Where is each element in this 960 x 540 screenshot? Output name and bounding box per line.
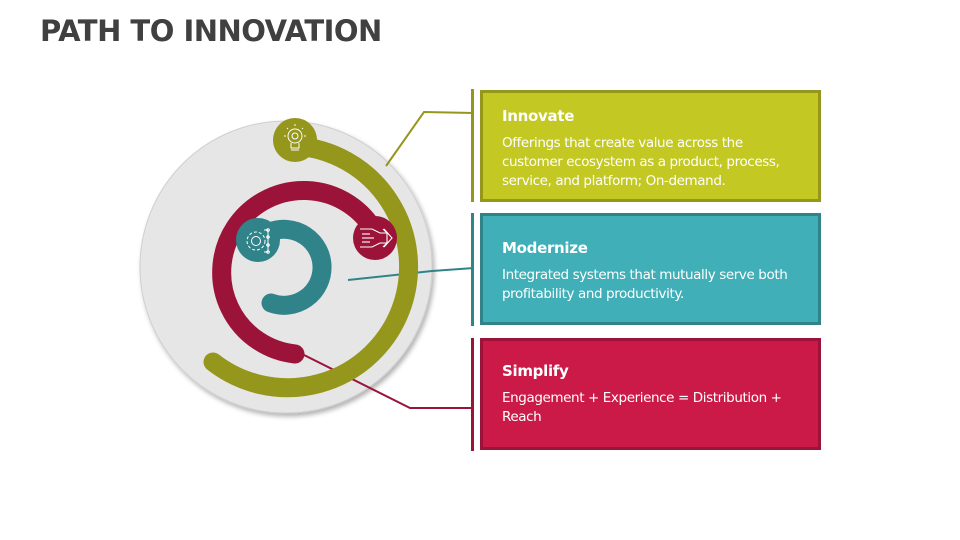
lightbulb-gear-icon: [284, 124, 306, 151]
gear-network-icon: [246, 228, 270, 254]
crimson-arc: [212, 181, 385, 364]
simplify-side-bar: [471, 338, 474, 451]
card-modernize: Modernize Integrated systems that mutual…: [480, 213, 821, 325]
olive-arc: [203, 136, 419, 398]
card-heading: Modernize: [502, 239, 588, 257]
page-title: PATH TO INNOVATION: [40, 14, 382, 48]
connector-modernize: [347, 267, 475, 281]
card-text: Engagement + Experience = Distribution +…: [502, 390, 782, 425]
card-text: Offerings that create value across the c…: [502, 135, 780, 189]
background-circle: [139, 120, 433, 414]
card-innovate: Innovate Offerings that create value acr…: [480, 90, 821, 202]
card-simplify: Simplify Engagement + Experience = Distr…: [480, 338, 821, 450]
teal-arc: [260, 219, 332, 315]
connector-innovate: [385, 110, 475, 167]
card-heading: Simplify: [502, 362, 569, 380]
modernize-icon-badge: [236, 218, 280, 262]
innovate-icon-badge: [273, 118, 317, 162]
modernize-side-bar: [471, 213, 474, 326]
card-heading: Innovate: [502, 107, 575, 125]
simplify-icon-badge: [353, 216, 397, 260]
funnel-arrow-icon: [360, 228, 393, 248]
card-text: Integrated systems that mutually serve b…: [502, 267, 788, 302]
innovate-side-bar: [471, 89, 474, 202]
